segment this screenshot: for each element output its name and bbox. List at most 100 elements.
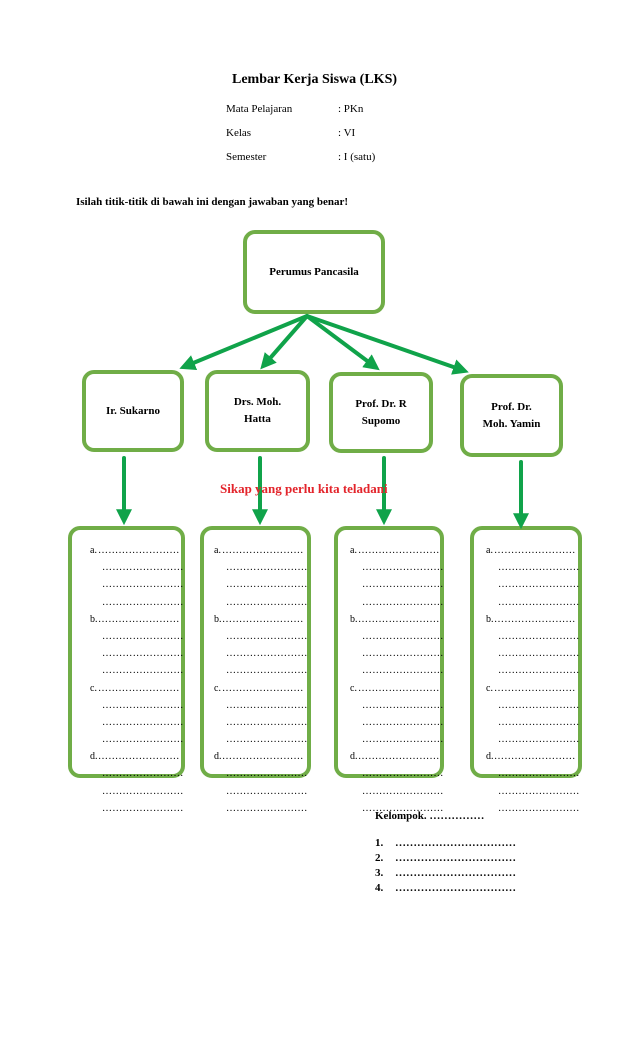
answer-blank: ……………………: [498, 802, 580, 814]
answer-continuation-line: ……………………: [214, 800, 317, 817]
answer-blank: ……………………: [498, 699, 580, 711]
answer-item-letter: a.: [90, 545, 97, 556]
answer-blank: ……………………: [102, 648, 184, 660]
answer-blank: ……………………: [362, 699, 444, 711]
answer-item-line: c.……………………: [214, 680, 317, 697]
answer-continuation-line: ……………………: [214, 714, 317, 731]
answer-continuation-line: ……………………: [90, 645, 199, 662]
figure-name-line2: Supomo: [361, 414, 401, 427]
answer-continuation-line: ……………………: [90, 731, 199, 748]
answer-continuation-line: ……………………: [90, 594, 199, 611]
answer-item-letter: c.: [486, 682, 493, 694]
answer-continuation-line: ……………………: [486, 576, 590, 593]
member-number: 1.: [375, 837, 384, 849]
answer-blank: ……………………: [102, 665, 184, 677]
answer-continuation-line: ……………………: [486, 765, 590, 782]
answer-continuation-line: ……………………: [90, 765, 199, 782]
answer-blank: ……………………: [362, 768, 444, 780]
answer-blank: ……………………: [226, 562, 308, 574]
answer-item-line: b.……………………: [90, 611, 199, 628]
member-blank: ……………………………: [395, 867, 516, 879]
answer-item-letter: d.: [350, 751, 358, 763]
arrow-to-yamin: [305, 314, 469, 375]
meta-value: : VI: [338, 127, 356, 139]
answer-continuation-line: ……………………: [486, 645, 590, 662]
answer-blank: ……………………: [102, 768, 184, 780]
answer-continuation-line: ……………………: [350, 697, 452, 714]
answer-continuation-line: ……………………: [214, 594, 317, 611]
answer-continuation-line: ……………………: [486, 800, 590, 817]
answer-item-letter: a.: [350, 545, 357, 556]
meta-label: Kelas: [226, 127, 252, 139]
answer-continuation-line: ……………………: [486, 559, 590, 576]
answer-box-hatta: a.……………………………………………………………………………………b.……………: [200, 526, 311, 814]
answer-blank: ……………………: [226, 596, 308, 608]
meta-label: Semester: [226, 151, 267, 163]
answer-item-letter: d.: [214, 751, 222, 763]
answer-blank: ……………………: [226, 648, 308, 660]
answer-blank: ……………………: [102, 630, 184, 642]
answer-blank: ……………………: [358, 682, 440, 694]
answer-item-line: a.……………………: [214, 542, 317, 559]
answer-continuation-line: ……………………: [350, 662, 452, 679]
answer-blank: ……………………: [222, 545, 304, 556]
answer-continuation-line: ……………………: [350, 645, 452, 662]
answer-blank: ……………………: [102, 579, 184, 591]
answer-continuation-line: ……………………: [350, 800, 452, 817]
answer-blank: ……………………: [498, 785, 580, 797]
answer-item-letter: c.: [214, 682, 221, 694]
answer-box-supomo: a. …………………… …………………… …………………… …………………… b. ……………: [334, 526, 444, 814]
answer-item-letter: c.: [350, 682, 357, 694]
figure-name-line1: Drs. Moh.: [233, 396, 282, 408]
answer-continuation-line: ……………………: [214, 645, 317, 662]
answer-continuation-line: ……………………: [90, 697, 199, 714]
answer-continuation-line: ……………………: [350, 559, 452, 576]
answer-continuation-line: ……………………: [350, 783, 452, 800]
answer-blank: ……………………: [494, 751, 576, 763]
answer-continuation-line: ……………………: [214, 628, 317, 645]
answer-blank: ……………………: [494, 613, 576, 625]
answer-continuation-line: ……………………: [90, 662, 199, 679]
answer-blank: ……………………: [362, 785, 444, 797]
answer-blank: ……………………: [498, 716, 580, 728]
member-blank: ……………………………: [395, 882, 516, 894]
answer-item-line: d.……………………: [214, 748, 317, 765]
answer-item-line: d.……………………: [486, 748, 590, 765]
answer-continuation-line: ……………………: [350, 628, 452, 645]
answer-blank: ……………………: [498, 648, 580, 660]
answer-continuation-line: ……………………: [214, 783, 317, 800]
answer-continuation-line: ……………………: [486, 714, 590, 731]
answer-continuation-line: ……………………: [214, 697, 317, 714]
answer-continuation-line: ……………………: [350, 765, 452, 782]
answer-blank: ……………………: [498, 596, 580, 608]
answer-continuation-line: ……………………: [90, 800, 199, 817]
answer-item-letter: a.: [486, 545, 493, 556]
section-subtitle: Sikap yang perlu kita teladani: [220, 481, 388, 496]
answer-item-line: a.……………………: [90, 542, 199, 559]
answer-continuation-line: ……………………: [90, 576, 199, 593]
answer-item-letter: b.: [350, 613, 358, 625]
answer-blank: ……………………: [362, 630, 444, 642]
answer-continuation-line: ……………………: [486, 697, 590, 714]
arrow-to-hatta: [260, 314, 309, 370]
answer-item-letter: b.: [214, 613, 222, 625]
answer-blank: ……………………: [226, 802, 308, 814]
answer-continuation-line: ……………………: [90, 559, 199, 576]
answer-continuation-line: ……………………: [90, 628, 199, 645]
figure-name: Ir. Sukarno: [105, 404, 160, 417]
answer-blank: ……………………: [226, 699, 308, 711]
answer-continuation-line: ……………………: [350, 731, 452, 748]
answer-blank: ……………………: [362, 562, 444, 574]
meta-value: : PKn: [338, 103, 364, 115]
answer-box-yamin: a.……………………………………………………………………………………b.……………: [470, 526, 582, 814]
answer-blank: ……………………: [362, 648, 444, 660]
worksheet-title: Lembar Kerja Siswa (LKS): [232, 72, 398, 87]
instruction-text: Isilah titik-titik di bawah ini dengan j…: [76, 196, 349, 208]
answer-continuation-line: ……………………: [214, 765, 317, 782]
figure-box-supomo: Prof. Dr. R Supomo: [329, 372, 433, 453]
answer-blank: ……………………: [362, 802, 444, 814]
answer-item-line: d.……………………: [90, 748, 199, 765]
answer-continuation-line: ……………………: [214, 576, 317, 593]
arrow-to-sukarno: [179, 314, 309, 371]
answer-continuation-line: ……………………: [486, 731, 590, 748]
